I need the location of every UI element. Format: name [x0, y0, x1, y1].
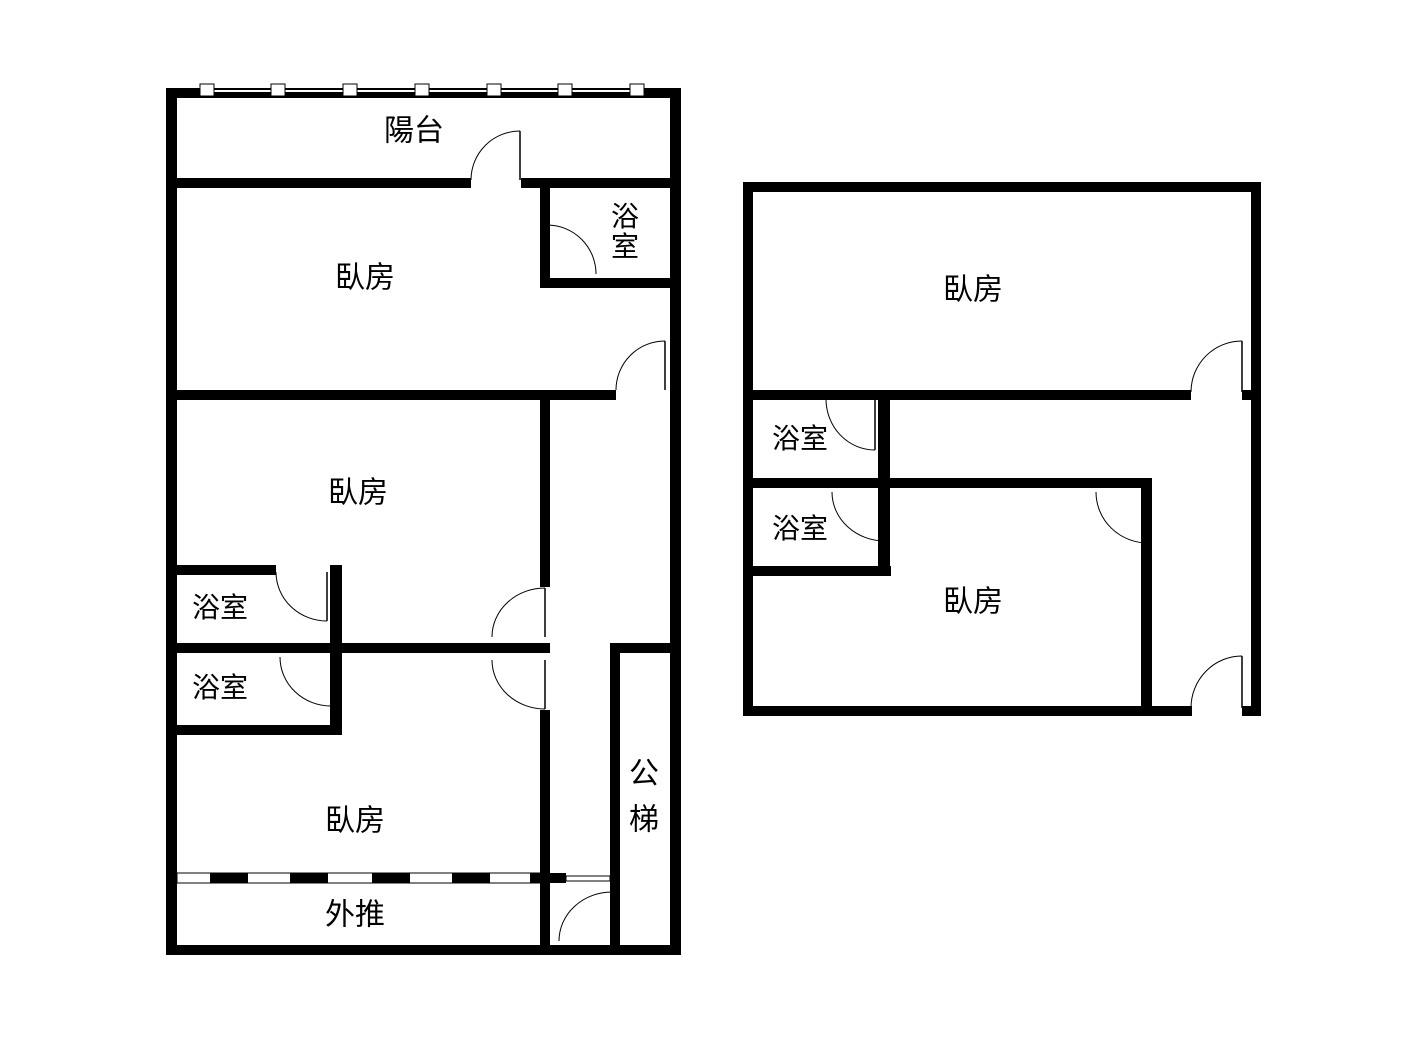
wall: [878, 478, 1152, 488]
wall: [166, 565, 276, 575]
bedroom-label: 臥房: [325, 804, 385, 839]
wall: [743, 478, 891, 488]
wall: [540, 278, 681, 288]
wall: [372, 873, 410, 883]
wall: [743, 182, 753, 716]
wall: [166, 945, 681, 955]
wall: [540, 390, 550, 587]
bathroom-label: 浴室: [772, 422, 828, 455]
bedroom-label: 臥房: [943, 273, 1003, 308]
wall: [290, 873, 328, 883]
wall: [743, 706, 1192, 716]
wall: [166, 88, 177, 955]
wall: [540, 178, 550, 288]
door: [470, 130, 521, 181]
wall: [166, 178, 471, 188]
wall: [166, 390, 616, 400]
door: [491, 587, 546, 638]
door: [1190, 340, 1243, 393]
wall: [1242, 706, 1261, 716]
door: [615, 340, 666, 391]
bedroom-label: 臥房: [335, 261, 395, 296]
bathroom-label: 浴室: [192, 671, 248, 704]
door: [275, 571, 328, 622]
wall: [743, 566, 891, 576]
bedroom-label: 臥房: [328, 476, 388, 511]
wall: [610, 643, 620, 955]
wall: [550, 873, 566, 883]
wall: [610, 643, 681, 653]
wall: [1141, 478, 1152, 716]
door: [1190, 655, 1243, 709]
bathroom-label: 室: [611, 230, 639, 263]
door: [558, 891, 613, 942]
wall: [565, 875, 611, 882]
wall: [452, 873, 490, 883]
wall: [743, 182, 1261, 192]
wall: [530, 873, 550, 883]
bedroom-label: 臥房: [943, 585, 1003, 620]
door: [491, 659, 546, 710]
wall: [166, 725, 342, 735]
bathroom-label: 浴室: [192, 591, 248, 624]
door: [279, 656, 332, 707]
wall: [540, 710, 550, 955]
door: [546, 224, 597, 275]
door: [1095, 491, 1149, 544]
bathroom-label: 浴: [611, 200, 639, 233]
extension-label: 外推: [325, 898, 385, 933]
stair-label: 梯: [629, 803, 659, 838]
wall: [670, 88, 681, 955]
wall: [521, 178, 681, 188]
wall: [1242, 390, 1261, 400]
wall: [1251, 182, 1261, 716]
balcony-label: 陽台: [384, 114, 444, 149]
right-plan: [743, 182, 1261, 716]
left-plan: [166, 88, 681, 955]
balcony-window: [199, 83, 645, 97]
bathroom-label: 浴室: [772, 512, 828, 545]
wall: [210, 873, 248, 883]
stair-label: 公: [629, 757, 659, 792]
door: [825, 398, 876, 451]
wall: [743, 390, 1191, 400]
wall: [166, 643, 550, 653]
door: [831, 491, 886, 542]
wall: [330, 565, 342, 735]
